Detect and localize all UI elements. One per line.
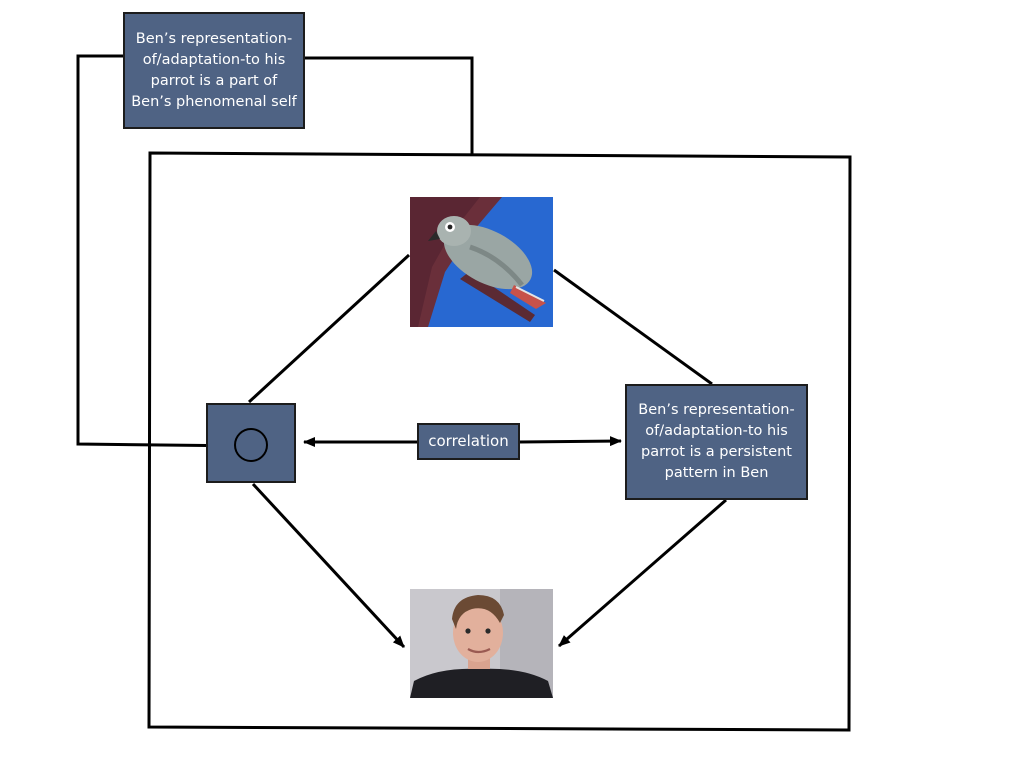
ben-photo-image [410,589,553,698]
phenomenal-self-line-4: Ben’s phenomenal self [131,93,297,110]
phenomenal-self-line-3: parrot is a part of [150,72,278,89]
line-parrot-to-pattern-box [553,268,713,386]
phenomenal-self-line-1: Ben’s representation- [135,30,293,47]
arrow-correlation-to-pattern-box [519,436,622,447]
enclosing-frame [147,151,852,732]
phenomenal-self-text: Ben’s representation- of/adaptation-to h… [131,29,297,113]
persistent-pattern-line-2: of/adaptation-to his [645,423,788,439]
arrow-top-box-to-self-node [76,54,253,451]
arrow-pattern-box-to-person [558,498,727,648]
parrot-painting-image [410,197,553,327]
persistent-pattern-line-1: Ben’s representation- [638,402,795,418]
self-node-box [206,403,296,483]
line-self-node-to-parrot [247,253,411,404]
persistent-pattern-line-3: parrot is a persistent [641,444,792,460]
persistent-pattern-line-4: pattern in Ben [664,465,769,481]
phenomenal-self-box: Ben’s representation- of/adaptation-to h… [123,12,305,129]
arrow-self-node-to-person [251,482,406,649]
persistent-pattern-box: Ben’s representation- of/adaptation-to h… [625,384,808,500]
persistent-pattern-text: Ben’s representation- of/adaptation-to h… [638,400,794,484]
correlation-label: correlation [428,432,509,450]
phenomenal-self-line-2: of/adaptation-to his [142,51,286,68]
correlation-box: correlation [417,423,520,460]
circle-dot-icon [234,428,268,462]
connector-top-box-to-frame [305,56,474,155]
